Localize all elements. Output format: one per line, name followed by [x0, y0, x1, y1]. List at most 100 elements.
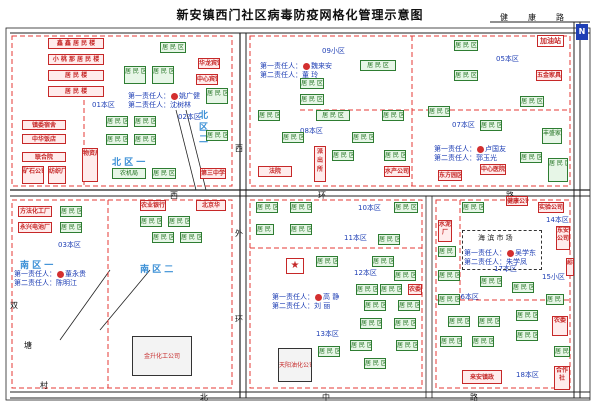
building-res-az: 居 民 区	[364, 358, 386, 369]
responsible-6-first-name: 吴学东	[515, 249, 536, 257]
road-label-bottom-2: 路	[470, 393, 478, 402]
building-rx21: 东方园区	[438, 170, 462, 181]
building-res-u: 居 民 区	[454, 70, 478, 81]
responsible-6: 第一责任人：吴学东 第二责任人：朱学凤	[464, 249, 536, 267]
responsible-3-first-role: 第一责任人：	[434, 145, 476, 153]
map-title: 新安镇西门社区病毒防疫网格化管理示意图	[176, 8, 424, 22]
road-label-bottom-1: 北	[200, 393, 208, 402]
responsible-4-second-role: 第二责任人：	[14, 279, 56, 287]
building-nw4: 居 民 楼	[48, 86, 104, 97]
building-rx24: 派出所	[314, 146, 326, 182]
building-rx37: 来安镇政	[462, 370, 502, 384]
responsible-5-second-name: 刘 丽	[314, 302, 331, 310]
grid-label-13: 13本区	[316, 330, 339, 338]
building-rx32: 农委	[552, 316, 568, 336]
building-res-bd: 居 民 区	[480, 276, 502, 287]
district-north-2: 北 区 二	[197, 110, 207, 144]
building-nw3: 居 民 楼	[48, 70, 104, 81]
building-res-bj: 居 民 区	[516, 310, 538, 321]
building-rx18: 北京华	[196, 200, 226, 211]
building-res-ad: 居 民 区	[382, 110, 404, 121]
grid-label-12: 12本区	[354, 269, 377, 277]
building-rx9: 农机局	[112, 168, 146, 179]
grid-label-16: 16本区	[456, 293, 479, 301]
building-res-s: 居 民 区	[360, 60, 396, 71]
building-rx12: 永兴电池厂	[18, 222, 52, 233]
grid-label-11: 11本区	[344, 234, 367, 242]
building-res-au: 居 民 区	[360, 318, 382, 329]
star-icon: ★	[286, 258, 304, 274]
district-south-2: 南 区 二	[140, 265, 174, 275]
grid-line-05	[249, 35, 571, 187]
road-label-xihuan-2: 外	[235, 229, 243, 238]
grid-label-01: 01本区	[92, 101, 115, 109]
road-label-xihuan-1: 西	[235, 144, 243, 153]
building-rx11: 方法化工厂	[18, 206, 52, 217]
building-res-n: 居 民 区	[168, 216, 190, 227]
building-rx22: 中心医院	[480, 164, 506, 175]
building-res-h: 居 民 区	[152, 168, 176, 179]
building-res-w: 居 民 区	[428, 106, 450, 117]
responsible-2-first-name: 魏来安	[311, 62, 332, 70]
grid-line-07	[300, 109, 413, 186]
building-rx30: 东安公司	[556, 226, 570, 250]
building-rx2: 中心宾馆	[196, 74, 218, 85]
building-res-af: 居 民 区	[332, 150, 354, 161]
building-res-d: 居 民 区	[106, 116, 128, 127]
responsible-6-second-name: 朱学凤	[506, 258, 527, 266]
building-res-bk: 居 民 区	[440, 336, 462, 347]
grid-label-05: 05本区	[496, 55, 519, 63]
building-res-y: 居 民 区	[520, 152, 542, 163]
building-res-ay: 居 民 区	[396, 340, 418, 351]
compass-label: N	[578, 27, 586, 36]
grid-label-03: 03本区	[58, 241, 81, 249]
building-res-be: 居 民 区	[512, 282, 534, 293]
building-res-bn: 居 民 区	[554, 346, 570, 357]
party-emblem-icon	[171, 92, 178, 100]
building-res-as: 居 民 区	[364, 300, 386, 311]
building-rx25: 水产公司	[384, 166, 410, 177]
road-label-jiankang-1: 健	[500, 13, 508, 22]
road-label-shuangtang-1: 双	[10, 301, 18, 310]
grid-label-15: 15小区	[542, 273, 565, 281]
responsible-1-second-role: 第二责任人：	[128, 101, 170, 109]
building-res-ah: 居 民 区	[256, 202, 278, 213]
building-res-g: 居 民 区	[134, 134, 156, 145]
responsible-1-second-name: 沈树林	[170, 101, 191, 109]
building-res-bf: 居 民 区	[546, 294, 564, 305]
responsible-4-first-role: 第一责任人：	[14, 270, 56, 278]
building-res-aw: 居 民 区	[318, 346, 340, 357]
responsible-2-second-role: 第二责任人：	[260, 71, 302, 79]
building-res-ac: 居 民 区	[316, 110, 350, 121]
building-res-ab: 居 民 区	[282, 132, 304, 143]
building-rx7: 纺织厂	[48, 166, 66, 184]
building-rx5: 联合院	[22, 152, 66, 162]
building-rx1: 华龙宾馆厂	[198, 58, 220, 69]
building-res-aj: 居 民 区	[394, 202, 418, 213]
building-res-bg: 居 民 区	[438, 294, 460, 305]
building-rx10: 第三中学	[200, 168, 226, 179]
building-rx4: 中华饭店	[22, 134, 66, 144]
responsible-4: 第一责任人：董永贵 第二责任人：陈明江	[14, 270, 86, 288]
building-rx8: 物资局	[82, 148, 98, 182]
building-nw1: 鑫 鑫 居 民 楼	[48, 38, 104, 49]
building-res-ak: 居 民 区	[256, 224, 274, 235]
building-res-bl: 居 民 区	[472, 336, 494, 347]
building-res-v: 居 民 区	[520, 96, 544, 107]
road-label-shuangtang-3: 村	[40, 381, 48, 390]
responsible-5: 第一责任人：高 静 第二责任人：刘 丽	[272, 293, 339, 311]
building-res-p: 居 民 区	[180, 232, 202, 243]
building-res-ae: 居 民 区	[352, 132, 374, 143]
responsible-3-second-name: 郭玉光	[476, 154, 497, 162]
building-res-an: 居 民 区	[316, 256, 338, 267]
grid-label-09: 09小区	[322, 47, 345, 55]
party-emblem-icon	[507, 249, 514, 257]
building-res-f: 居 民 区	[106, 134, 128, 145]
road-label-xijie-1: 西	[170, 191, 178, 200]
road-label-jiankang-2: 康	[528, 13, 536, 22]
building-res-r: 居 民 区	[300, 94, 324, 105]
building-rx14: 金升化工公司	[132, 336, 192, 376]
building-res-ap: 居 民 区	[394, 270, 416, 281]
building-res-al: 居 民 区	[290, 224, 312, 235]
grid-label-07: 07本区	[452, 121, 475, 129]
